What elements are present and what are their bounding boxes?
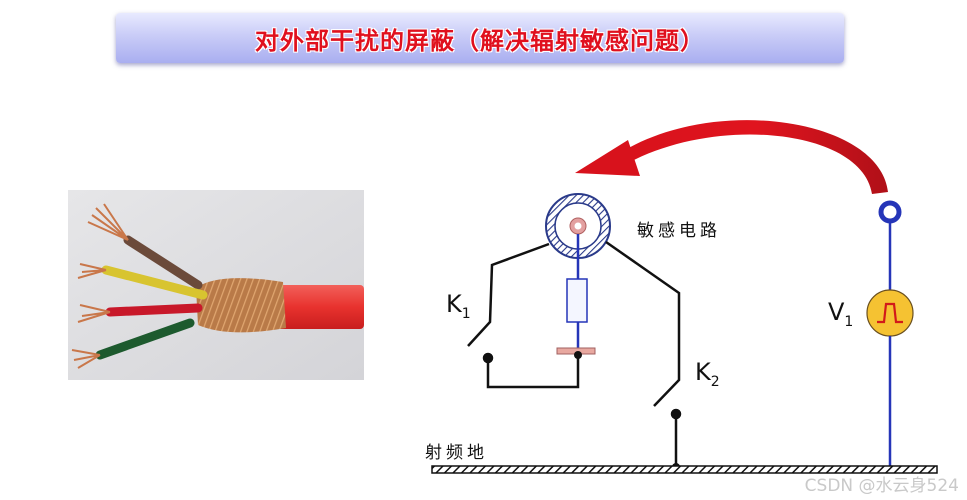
source-v1-label: V1	[828, 298, 854, 330]
slide-title: 对外部干扰的屏蔽（解决辐射敏感问题）	[255, 26, 705, 55]
switch-k1-label: K1	[446, 290, 471, 322]
switch-k2-label: K2	[695, 358, 720, 390]
pulse-waveform-icon	[877, 302, 903, 324]
rf-ground-label: 射频地	[425, 443, 488, 463]
sensitive-circuit-label: 敏感电路	[637, 221, 721, 241]
watermark: CSDN @水云身524	[804, 476, 959, 496]
pulse-source-icon	[866, 289, 914, 337]
curved-arrow-icon	[575, 120, 888, 194]
rf-ground-bar	[431, 465, 938, 474]
title-banner: 对外部干扰的屏蔽（解决辐射敏感问题）	[116, 13, 844, 63]
resistor-icon	[566, 278, 588, 323]
shielded-cable-photo	[68, 190, 364, 380]
